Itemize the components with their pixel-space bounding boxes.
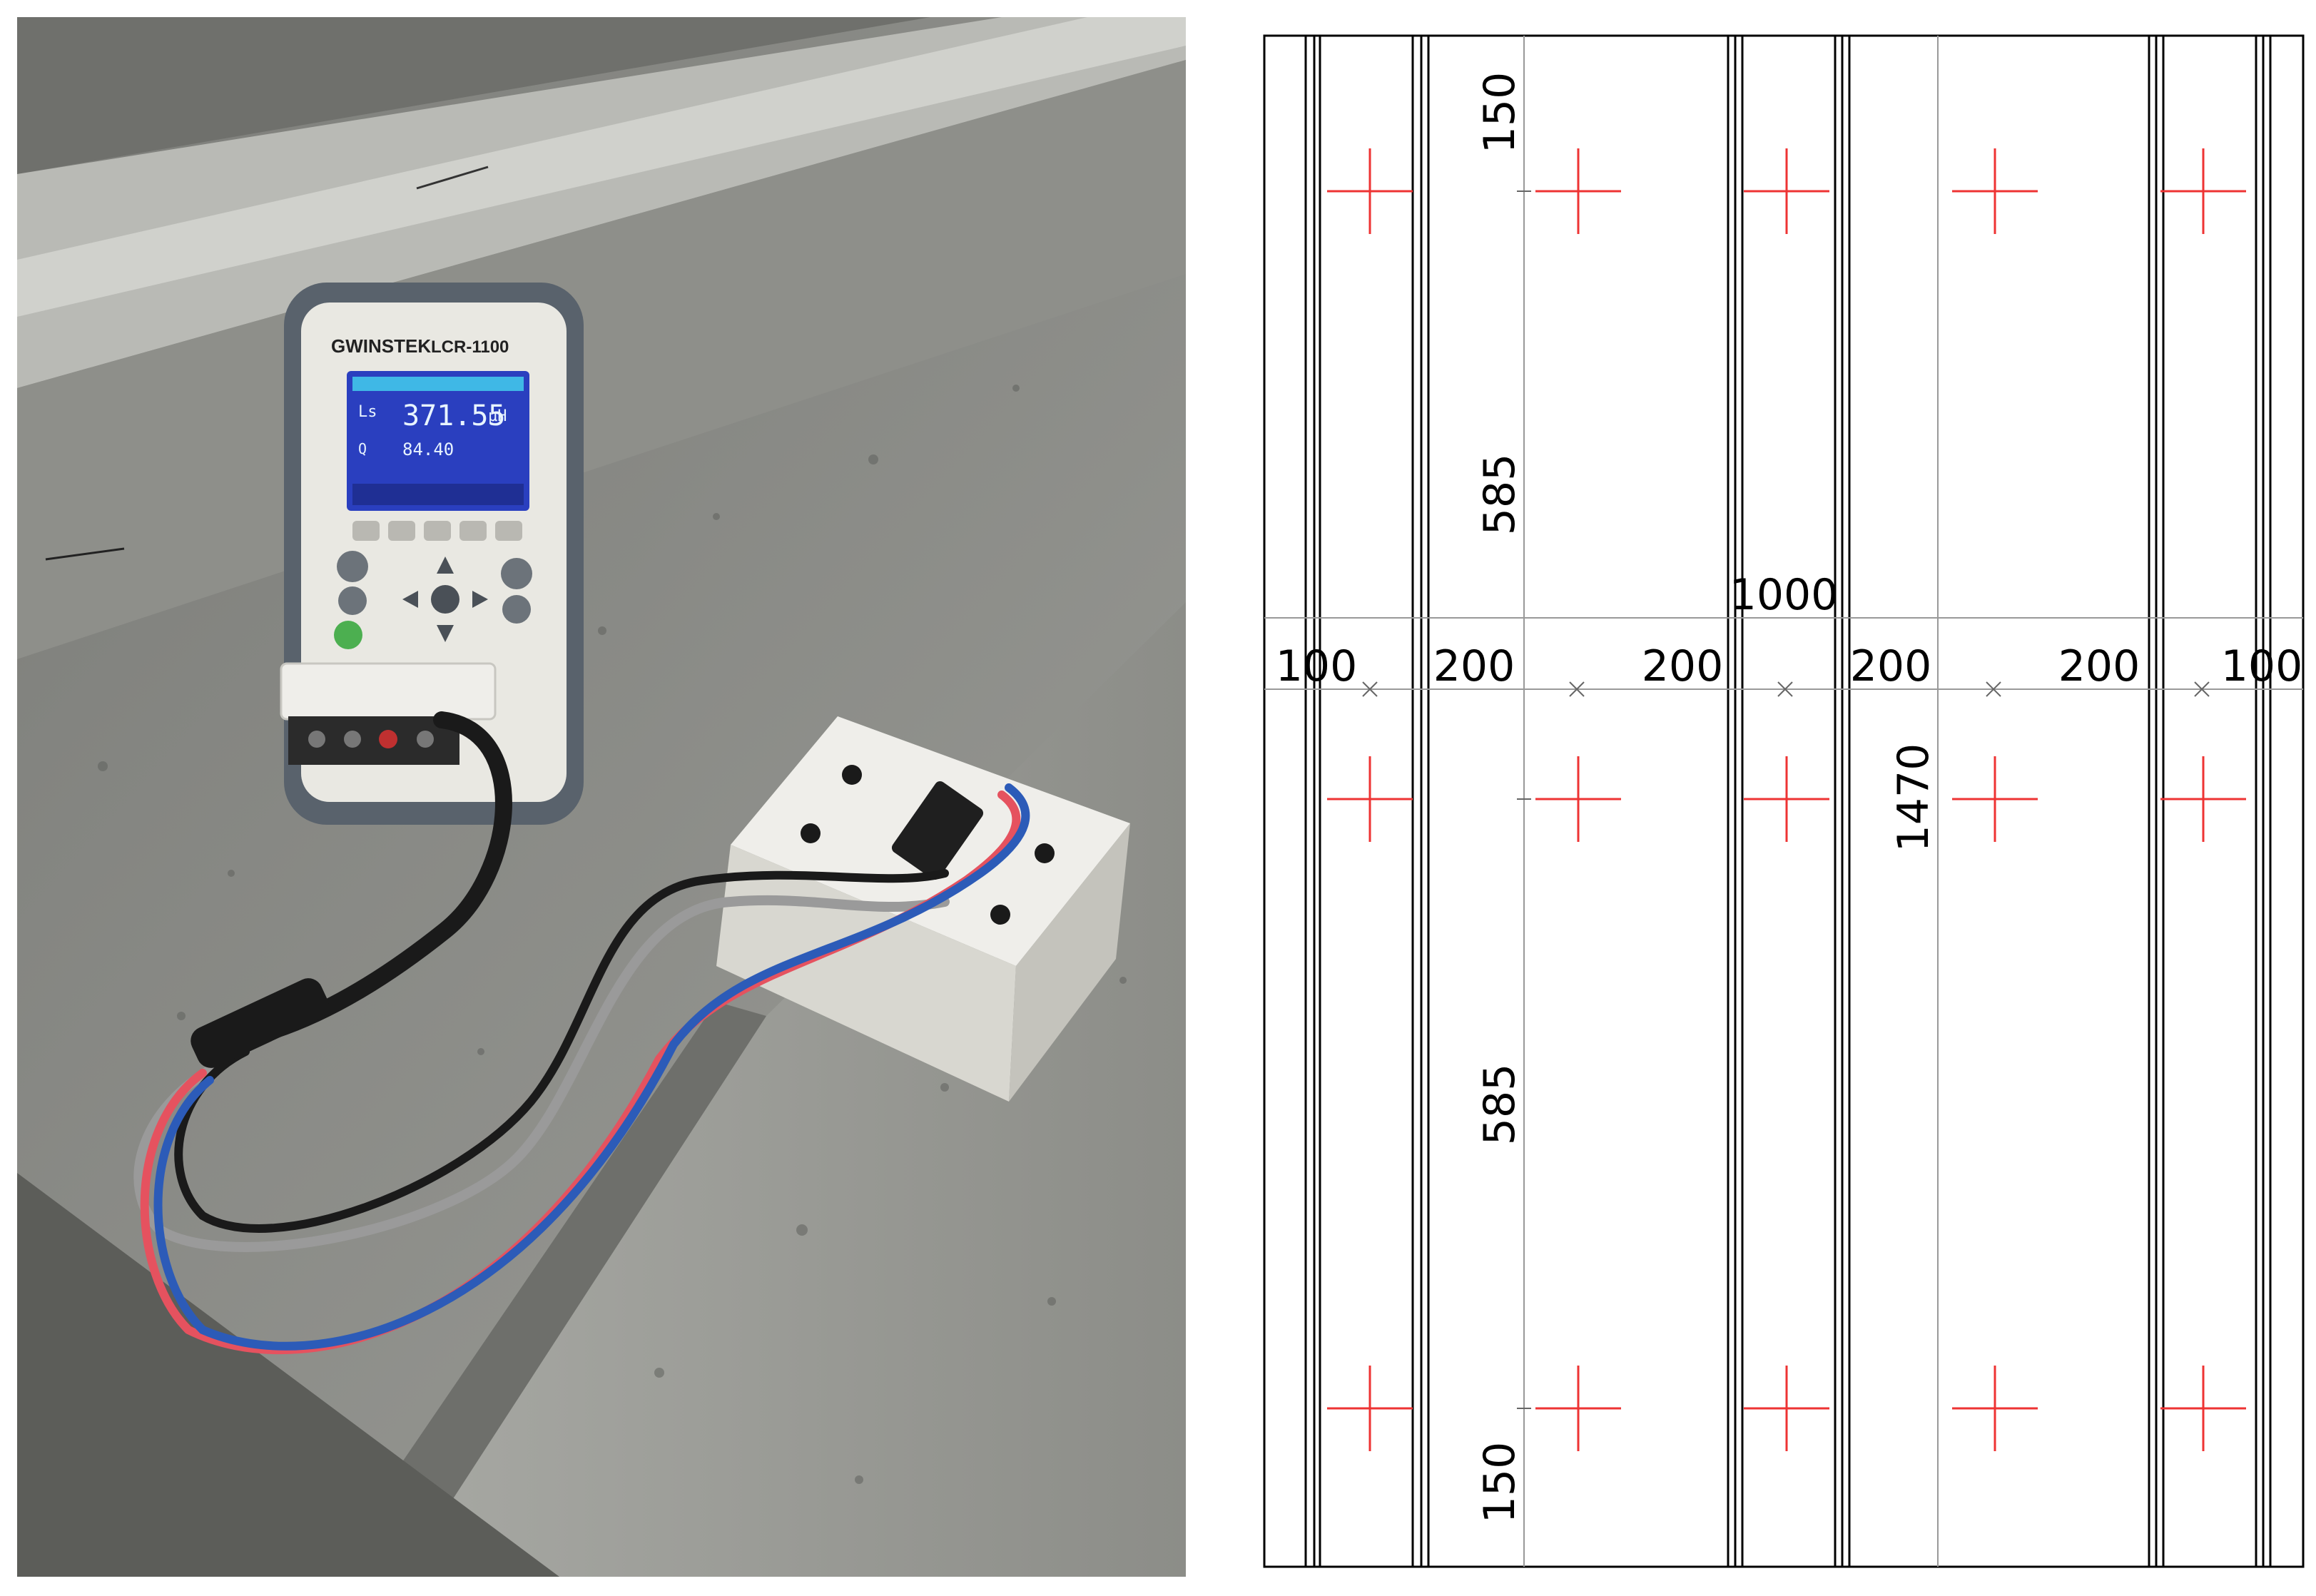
- meter-lcd: [347, 371, 529, 511]
- dpad-enter-button[interactable]: [431, 585, 459, 614]
- lcd-secondary-param: Q: [358, 440, 367, 457]
- measurement-setup-photo: GWINSTEK LCR-1100 Ls 371.55 µH Q 84.40: [17, 17, 1186, 1577]
- meter-power-button[interactable]: [334, 621, 362, 649]
- concrete-crack: [45, 547, 125, 561]
- terminal-jack-red: [379, 730, 397, 748]
- sensor-marker-r3c2: [1535, 1366, 1621, 1451]
- test-cables: [133, 711, 1030, 1355]
- sensor-box-front: [716, 845, 1016, 1102]
- lcd-primary-unit: µH: [488, 407, 507, 425]
- lcd-primary-value: 371.55: [402, 400, 506, 432]
- sensor-marker-r3c4: [1952, 1366, 2038, 1451]
- dimension-guides: [1264, 36, 2303, 1567]
- softkey-4[interactable]: [459, 521, 487, 541]
- meter-button-left-top[interactable]: [337, 551, 368, 582]
- meter-brand: GWINSTEK: [331, 335, 431, 357]
- sensor-layout-drawing: 150 585 585 150 1470 1000 100 200 200 20…: [1263, 34, 2305, 1568]
- dim-total-height: 1470: [1889, 743, 1939, 853]
- sensor-box-side: [1009, 823, 1130, 1102]
- meter-terminal-cap: [280, 662, 497, 721]
- meter-button-right-mid[interactable]: [502, 595, 531, 624]
- lcd-secondary-value: 84.40: [402, 439, 454, 459]
- sensor-marker-r2c3: [1744, 756, 1829, 842]
- dim-col-spacing-5: 200: [2058, 641, 2140, 691]
- concrete-beam-edge: [324, 1002, 766, 1577]
- sensor-marker-r2c2: [1535, 756, 1621, 842]
- dim-bottom-margin: 150: [1475, 1442, 1525, 1524]
- softkey-5[interactable]: [495, 521, 522, 541]
- sensor-marker-r2c1: [1327, 756, 1413, 842]
- sensor-marker-r1c3: [1744, 148, 1829, 234]
- terminal-jack: [417, 731, 434, 748]
- dim-top-margin: 150: [1475, 72, 1525, 154]
- concrete-crack: [416, 166, 489, 190]
- sensor-marker-r3c5: [2160, 1366, 2246, 1451]
- sensor-marker-r1c5: [2160, 148, 2246, 234]
- cable-clip: [191, 978, 329, 1068]
- meter-softkeys: [352, 521, 522, 541]
- sensor-markers: [1327, 148, 2246, 1451]
- sensor-marker-r2c4: [1952, 756, 2038, 842]
- cable-blue: [153, 783, 1030, 1351]
- terminal-jack: [308, 731, 325, 748]
- sensor-screw: [801, 823, 821, 843]
- dimension-ticks: [1362, 190, 2210, 1409]
- sensor-marker-r3c1: [1327, 1366, 1413, 1451]
- sensor-connector: [891, 781, 984, 880]
- lcd-primary-param: Ls: [358, 403, 377, 421]
- dim-col-spacing-4: 200: [1850, 641, 1932, 691]
- sensor-marker-r1c1: [1327, 148, 1413, 234]
- dim-col-spacing-1: 100: [1276, 641, 1358, 691]
- cable-black: [174, 869, 949, 1233]
- sensor-screw: [990, 905, 1010, 925]
- sensor-screw: [1035, 843, 1055, 863]
- terminal-jack: [344, 731, 361, 748]
- drawing-frame: [1263, 34, 2305, 1568]
- sensor-marker-r3c3: [1744, 1366, 1829, 1451]
- sensor-box: [716, 716, 1130, 1102]
- concrete-ridge-top: [17, 17, 1186, 317]
- dpad-left-icon[interactable]: [402, 591, 418, 608]
- dpad-right-icon[interactable]: [472, 591, 488, 608]
- meter-button-left-mid[interactable]: [338, 586, 367, 615]
- concrete-ridge: [17, 17, 930, 174]
- softkey-2[interactable]: [388, 521, 415, 541]
- lcr-meter: GWINSTEK LCR-1100 Ls 371.55 µH Q 84.40: [280, 283, 584, 825]
- dim-mid-upper: 585: [1475, 454, 1525, 536]
- dpad-up-icon[interactable]: [437, 556, 454, 574]
- lcd-header-bar: [352, 377, 524, 391]
- meter-model: LCR-1100: [431, 337, 509, 357]
- cable-gray: [133, 895, 950, 1252]
- dim-col-spacing-6: 100: [2221, 641, 2303, 691]
- softkey-1[interactable]: [352, 521, 380, 541]
- dim-col-spacing-2: 200: [1433, 641, 1515, 691]
- dpad-down-icon[interactable]: [437, 625, 454, 642]
- softkey-3[interactable]: [424, 521, 451, 541]
- rib-lines: [1304, 36, 2272, 1567]
- meter-button-right-top[interactable]: [501, 558, 532, 589]
- dim-mid-lower: 585: [1475, 1064, 1525, 1146]
- dim-col-spacing-3: 200: [1642, 641, 1724, 691]
- sensor-marker-r1c2: [1535, 148, 1621, 234]
- dim-total-width: 1000: [1730, 570, 1839, 620]
- sensor-marker-r2c5: [2160, 756, 2246, 842]
- lcd-softkey-bar: [352, 484, 524, 505]
- sensor-marker-r1c4: [1952, 148, 2038, 234]
- sensor-screw: [842, 765, 862, 785]
- meter-dpad[interactable]: [402, 556, 488, 642]
